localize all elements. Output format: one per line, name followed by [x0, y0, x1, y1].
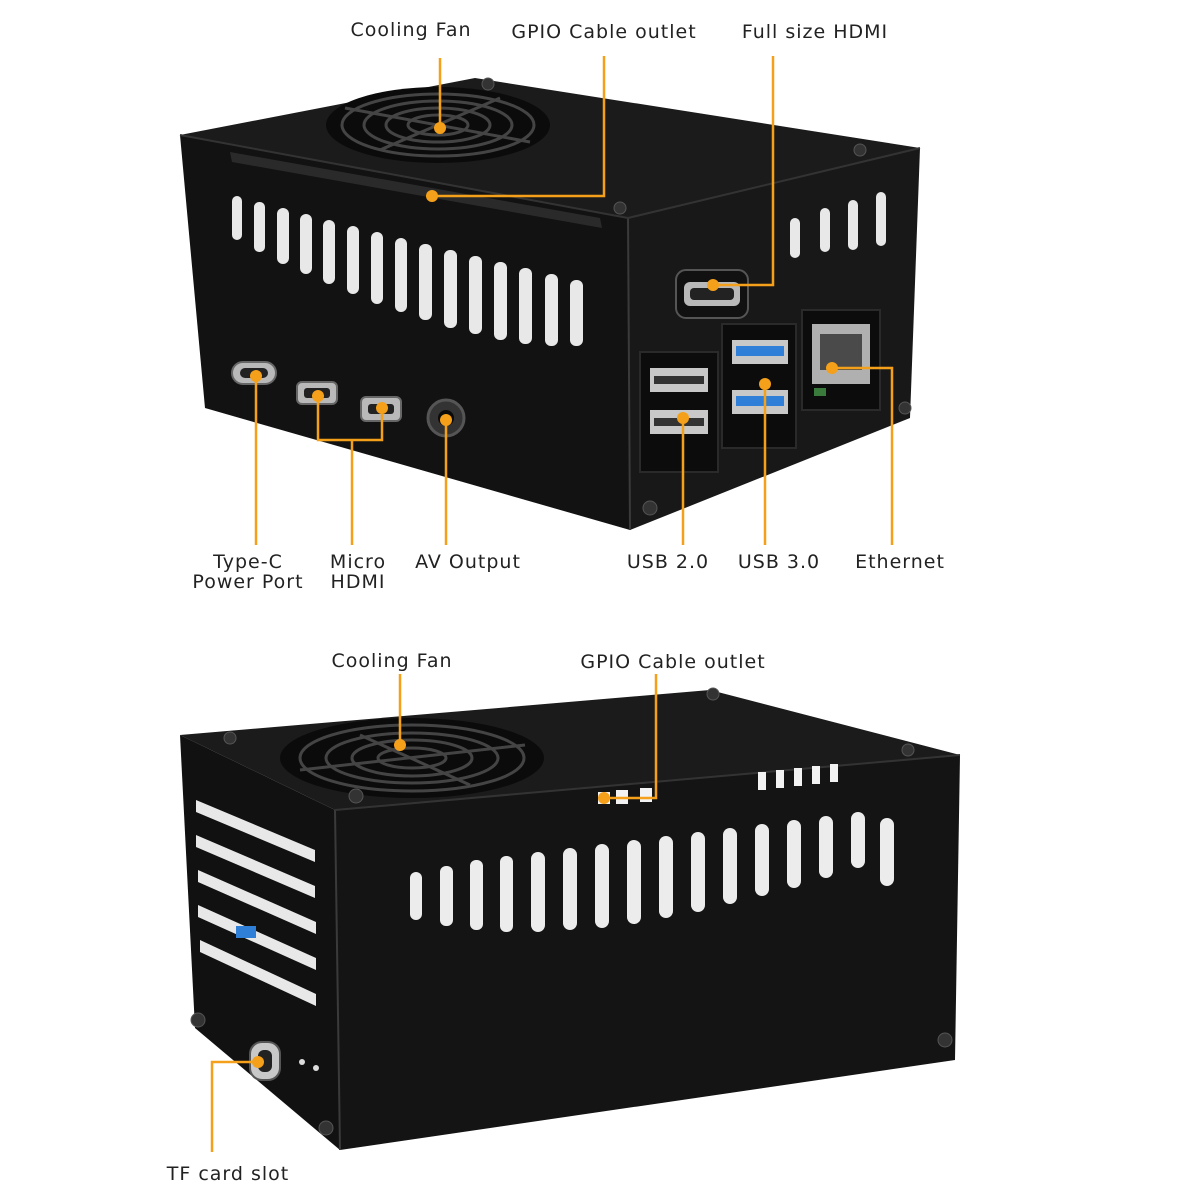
bottom-case-front-face	[335, 755, 960, 1150]
bottom-case	[180, 687, 961, 1151]
label-usb-3: USB 3.0	[737, 551, 821, 573]
bottom-callout-dots	[252, 739, 610, 1068]
top-left-vents	[232, 196, 583, 346]
label-micro-hdmi: Micro HDMI	[330, 552, 386, 592]
label-cooling-fan-bottom: Cooling Fan	[331, 650, 453, 672]
label-gpio-cable-outlet-bottom: GPIO Cable outlet	[580, 651, 766, 673]
label-micro-hdmi-line1: Micro	[329, 551, 387, 573]
top-right-vents	[790, 192, 886, 258]
label-cooling-fan-top: Cooling Fan	[350, 19, 472, 41]
top-case-left-face	[180, 135, 630, 530]
bottom-front-vents	[410, 812, 894, 932]
bottom-fan	[280, 718, 544, 798]
label-gpio-cable-outlet-top: GPIO Cable outlet	[511, 21, 697, 43]
label-tf-card-slot: TF card slot	[166, 1163, 290, 1185]
bottom-callouts	[210, 674, 658, 1152]
label-type-c-line1: Type-C	[213, 551, 283, 573]
top-callout-dots	[250, 122, 838, 426]
label-ethernet: Ethernet	[855, 551, 945, 573]
label-micro-hdmi-line2: HDMI	[330, 571, 386, 593]
top-callouts	[254, 56, 894, 545]
label-type-c-line2: Power Port	[192, 571, 304, 593]
top-case	[179, 77, 921, 531]
label-full-size-hdmi: Full size HDMI	[741, 21, 889, 43]
label-usb-2: USB 2.0	[626, 551, 710, 573]
label-type-c-power-port: Type-C Power Port	[192, 552, 303, 592]
label-av-output: AV Output	[415, 551, 521, 573]
top-right-ports	[639, 269, 881, 473]
bottom-left-vents	[196, 800, 316, 1006]
